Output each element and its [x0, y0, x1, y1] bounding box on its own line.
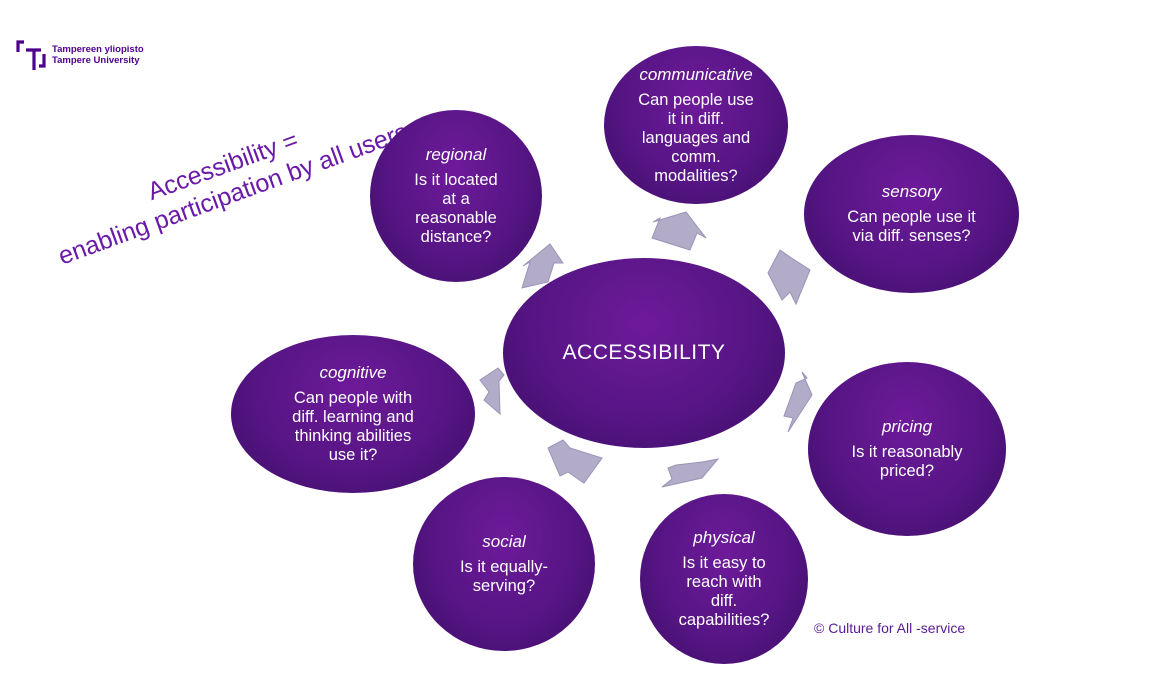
bubble-physical-question: Is it easy to reach with diff. capabilit…: [678, 554, 770, 629]
arrow-to-sensory: [767, 249, 811, 306]
bubble-communicative-question: Can people use it in diff. languages and…: [638, 90, 754, 185]
copyright-credit: © Culture for All -service: [814, 620, 966, 636]
bubble-social: social Is it equally- serving?: [413, 477, 595, 651]
bubble-regional: regional Is it located at a reasonable d…: [370, 110, 542, 282]
bubble-communicative: communicative Can people use it in diff.…: [604, 46, 788, 204]
arrow-to-communicative: [651, 211, 707, 251]
center-bubble: ACCESSIBILITY: [503, 258, 785, 448]
bubble-regional-category: regional: [425, 145, 487, 164]
bubble-regional-question: Is it located at a reasonable distance?: [414, 171, 498, 246]
arrow-to-regional: [521, 243, 564, 289]
tampere-university-logo-icon: [16, 40, 46, 70]
bubble-cognitive: cognitive Can people with diff. learning…: [231, 335, 475, 493]
bubble-cognitive-category: cognitive: [319, 363, 387, 382]
arrow-to-pricing: [783, 371, 813, 433]
bubble-physical: physical Is it easy to reach with diff. …: [640, 494, 808, 664]
arrow-to-social: [547, 439, 603, 484]
bubble-pricing-category: pricing: [881, 417, 933, 436]
bubble-sensory-question: Can people use it via diff. senses?: [847, 208, 976, 245]
logo-text: Tampereen yliopisto Tampere University: [52, 44, 144, 66]
bubble-pricing: pricing Is it reasonably priced?: [808, 362, 1006, 536]
bubble-physical-category: physical: [693, 528, 755, 547]
bubble-pricing-question: Is it reasonably priced?: [851, 443, 963, 480]
arrow-to-cognitive: [479, 367, 505, 416]
arrow-to-physical: [661, 458, 720, 488]
bubble-cognitive-question: Can people with diff. learning and think…: [292, 389, 414, 464]
bubble-social-category: social: [482, 532, 526, 551]
logo-text-en: Tampere University: [52, 55, 140, 66]
bubble-sensory-category: sensory: [881, 182, 942, 201]
bubble-communicative-category: communicative: [639, 64, 753, 84]
bubble-sensory: sensory Can people use it via diff. sens…: [804, 135, 1019, 293]
logo-text-fi: Tampereen yliopisto: [52, 44, 144, 55]
bubble-social-question: Is it equally- serving?: [459, 558, 549, 595]
center-label: ACCESSIBILITY: [562, 341, 726, 364]
